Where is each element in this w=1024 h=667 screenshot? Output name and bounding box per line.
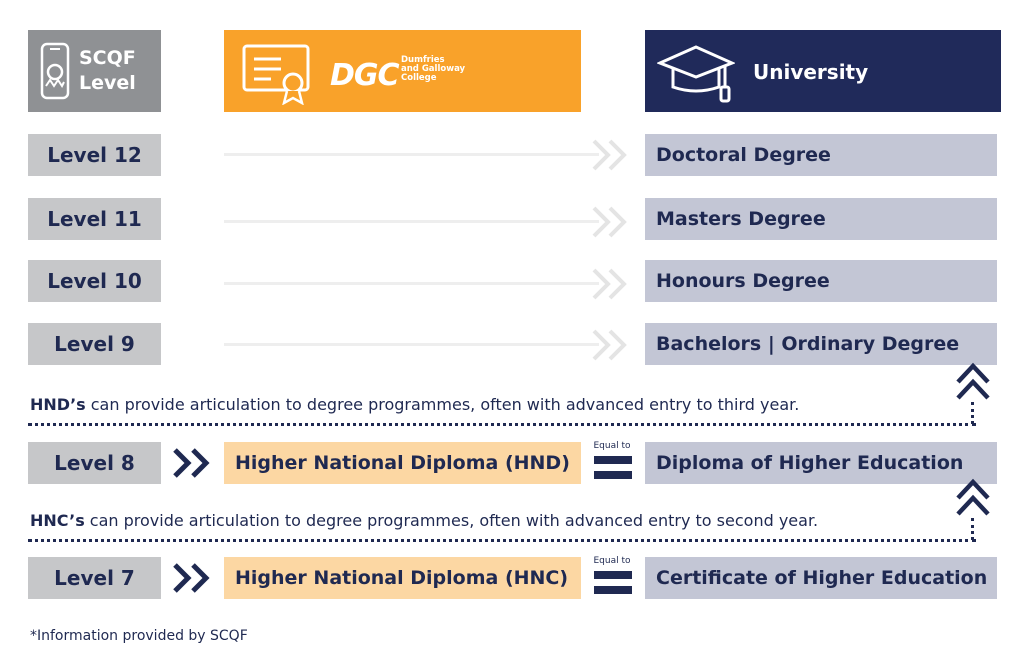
hnd-articulation-note: HND’s can provide articulation to degree… (30, 395, 799, 414)
level-7-box: Level 7 (28, 557, 161, 599)
connector-line (224, 343, 599, 346)
scqf-header-line2: Level (79, 72, 136, 94)
level-8-box: Level 8 (28, 442, 161, 484)
scqf-level-header: SCQF Level (28, 30, 161, 112)
vertical-dotted-line (971, 402, 974, 424)
level-10-box: Level 10 (28, 260, 161, 302)
graduation-cap-icon (657, 45, 735, 103)
double-chevron-icon (173, 448, 210, 478)
certificate-higher-education-box: Certificate of Higher Education (645, 557, 997, 599)
double-chevron-icon (592, 268, 627, 300)
bachelors-degree-box: Bachelors | Ordinary Degree (645, 323, 997, 365)
dgc-logo: DGC (330, 58, 400, 93)
dotted-divider (28, 423, 976, 426)
equal-to-label: Equal to (593, 441, 631, 451)
dgc-header: DGC Dumfries and Galloway College (224, 30, 581, 112)
level-12-box: Level 12 (28, 134, 161, 176)
diploma-higher-education-box: Diploma of Higher Education (645, 442, 997, 484)
masters-degree-box: Masters Degree (645, 198, 997, 240)
hnc-note-text: can provide articulation to degree progr… (84, 511, 819, 530)
university-header-label: University (753, 60, 869, 84)
double-up-arrow-icon (956, 362, 990, 400)
equal-to-label: Equal to (593, 556, 631, 566)
equals-bar (594, 586, 632, 594)
footer-source-note: *Information provided by SCQF (30, 628, 248, 644)
scqf-header-line1: SCQF (79, 47, 136, 69)
hnc-qualification-box: Higher National Diploma (HNC) (224, 557, 581, 599)
double-up-arrow-icon (956, 478, 990, 516)
dgc-college-name: Dumfries and Galloway College (401, 56, 465, 83)
double-chevron-icon (592, 139, 627, 171)
equal-to-icon: Equal to (590, 441, 634, 488)
double-chevron-icon (173, 563, 210, 593)
university-header: University (645, 30, 1001, 112)
hnc-note-bold: HNC’s (30, 511, 85, 530)
equals-bar (594, 571, 632, 579)
connector-line (224, 153, 599, 156)
dgc-name-line2: and Galloway (401, 64, 466, 74)
doctoral-degree-box: Doctoral Degree (645, 134, 997, 176)
equal-to-icon: Equal to (590, 556, 634, 603)
level-9-box: Level 9 (28, 323, 161, 365)
connector-line (224, 220, 599, 223)
equals-bar (594, 471, 632, 479)
hnd-note-text: can provide articulation to degree progr… (85, 395, 800, 414)
level-11-box: Level 11 (28, 198, 161, 240)
hnc-articulation-note: HNC’s can provide articulation to degree… (30, 511, 818, 530)
honours-degree-box: Honours Degree (645, 260, 997, 302)
scqf-badge-icon (40, 42, 70, 100)
double-chevron-icon (592, 329, 627, 361)
dotted-divider (28, 539, 976, 542)
equals-bar (594, 456, 632, 464)
dgc-name-line1: Dumfries (401, 55, 445, 65)
certificate-icon (242, 44, 310, 105)
vertical-dotted-line (971, 518, 974, 540)
connector-line (224, 282, 599, 285)
hnd-note-bold: HND’s (30, 395, 86, 414)
dgc-name-line3: College (401, 73, 437, 83)
double-chevron-icon (592, 206, 627, 238)
hnd-qualification-box: Higher National Diploma (HND) (224, 442, 581, 484)
